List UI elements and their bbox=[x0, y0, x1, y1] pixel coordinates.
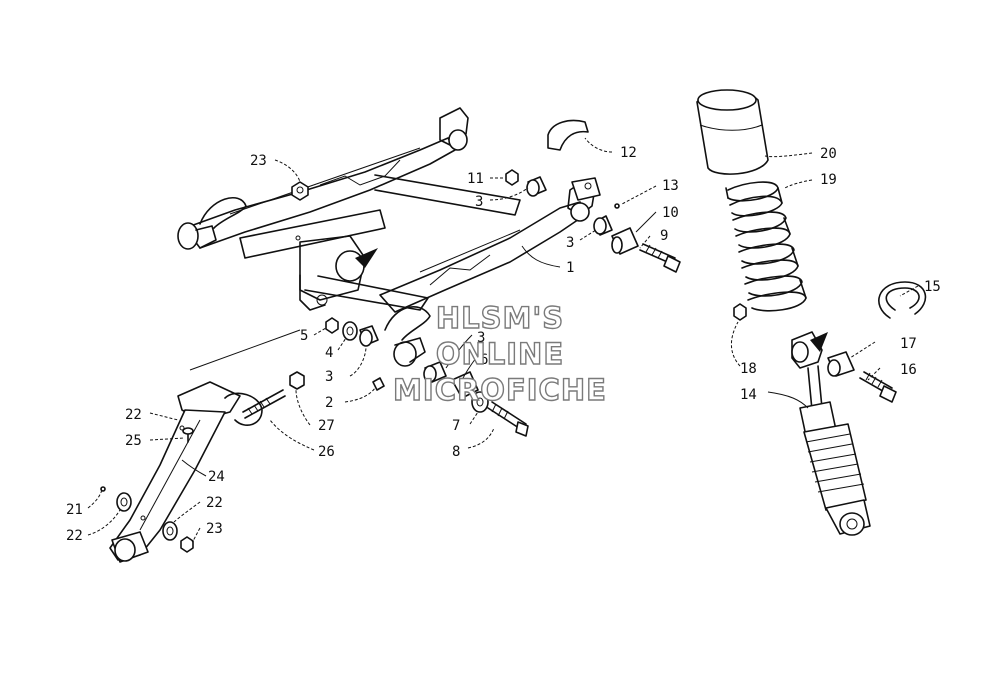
rear-arm-assembly bbox=[177, 107, 596, 367]
callout-13: 13 bbox=[662, 178, 679, 194]
bolt-9 bbox=[639, 243, 681, 273]
leader-lines bbox=[87, 137, 919, 543]
callout-23-top: 23 bbox=[250, 153, 267, 169]
callout-3-left: 3 bbox=[325, 369, 333, 385]
callout-24: 24 bbox=[208, 469, 225, 485]
callout-2: 2 bbox=[325, 395, 333, 411]
bushing-3-right bbox=[593, 215, 613, 236]
watermark-line-2: ONLINE bbox=[436, 337, 564, 371]
callout-4: 4 bbox=[325, 345, 333, 361]
nut-5 bbox=[325, 317, 339, 334]
callout-23-bottom: 23 bbox=[206, 521, 223, 537]
callout-8: 8 bbox=[452, 444, 460, 460]
callout-16: 16 bbox=[900, 362, 917, 378]
callout-22-bottom: 22 bbox=[66, 528, 83, 544]
callout-3-front: 3 bbox=[477, 330, 485, 346]
callout-26: 26 bbox=[318, 444, 335, 460]
bushing-3-left bbox=[359, 325, 379, 347]
callout-25: 25 bbox=[125, 433, 142, 449]
link-arm-24 bbox=[109, 381, 263, 563]
callout-3-right: 3 bbox=[566, 235, 574, 251]
bushing-3-upper bbox=[526, 176, 547, 197]
callout-15: 15 bbox=[924, 279, 941, 295]
washer-7 bbox=[471, 391, 489, 413]
nut-27 bbox=[289, 371, 305, 390]
bushing-6 bbox=[451, 371, 479, 399]
sleeve-10 bbox=[611, 227, 639, 255]
bolt-8 bbox=[487, 401, 529, 437]
bushing-17 bbox=[827, 351, 855, 377]
callout-7: 7 bbox=[452, 418, 460, 434]
callout-6: 6 bbox=[480, 352, 488, 368]
grease-fitting-2 bbox=[372, 377, 385, 391]
clip-15 bbox=[878, 281, 927, 319]
nut-11 bbox=[505, 169, 519, 186]
washer-22-left bbox=[116, 492, 132, 512]
bolt-16 bbox=[859, 371, 897, 403]
upper-pivot bbox=[571, 177, 601, 201]
washer-4 bbox=[342, 321, 358, 341]
bumper-20 bbox=[696, 89, 769, 175]
callout-5: 5 bbox=[300, 328, 308, 344]
callout-10: 10 bbox=[662, 205, 679, 221]
nut-top-23 bbox=[291, 181, 309, 201]
washer-22-right bbox=[162, 521, 178, 541]
callout-3-upper: 3 bbox=[475, 194, 483, 210]
callout-17: 17 bbox=[900, 336, 917, 352]
nut-18 bbox=[733, 303, 747, 321]
callout-19: 19 bbox=[820, 172, 837, 188]
callout-20: 20 bbox=[820, 146, 837, 162]
callout-22-right: 22 bbox=[206, 495, 223, 511]
callout-14: 14 bbox=[740, 387, 757, 403]
watermark-line-3: MICROFICHE bbox=[393, 373, 607, 407]
cap-12 bbox=[547, 119, 589, 151]
shock-absorber-14 bbox=[799, 365, 871, 536]
bolt-26 bbox=[242, 389, 286, 419]
callout-11: 11 bbox=[467, 171, 484, 187]
callout-labels: 23 11 3 12 13 10 3 9 1 5 4 3 3 6 2 7 8 2… bbox=[66, 145, 941, 544]
callout-18: 18 bbox=[740, 361, 757, 377]
callout-1: 1 bbox=[566, 260, 574, 276]
watermark-line-1: HLSM'S bbox=[436, 301, 564, 335]
bushing-3-front bbox=[423, 361, 447, 383]
nut-23-lower bbox=[180, 536, 194, 553]
callout-27: 27 bbox=[318, 418, 335, 434]
shock-top-eye bbox=[791, 331, 828, 369]
callout-21: 21 bbox=[66, 502, 83, 518]
callout-12: 12 bbox=[620, 145, 637, 161]
callout-22-top: 22 bbox=[125, 407, 142, 423]
spring-19 bbox=[725, 181, 807, 312]
watermark: HLSM'S ONLINE MICROFICHE bbox=[392, 300, 607, 407]
screw-25 bbox=[182, 427, 194, 443]
callout-9: 9 bbox=[660, 228, 668, 244]
screw-13 bbox=[614, 203, 620, 209]
screw-21 bbox=[100, 486, 106, 492]
